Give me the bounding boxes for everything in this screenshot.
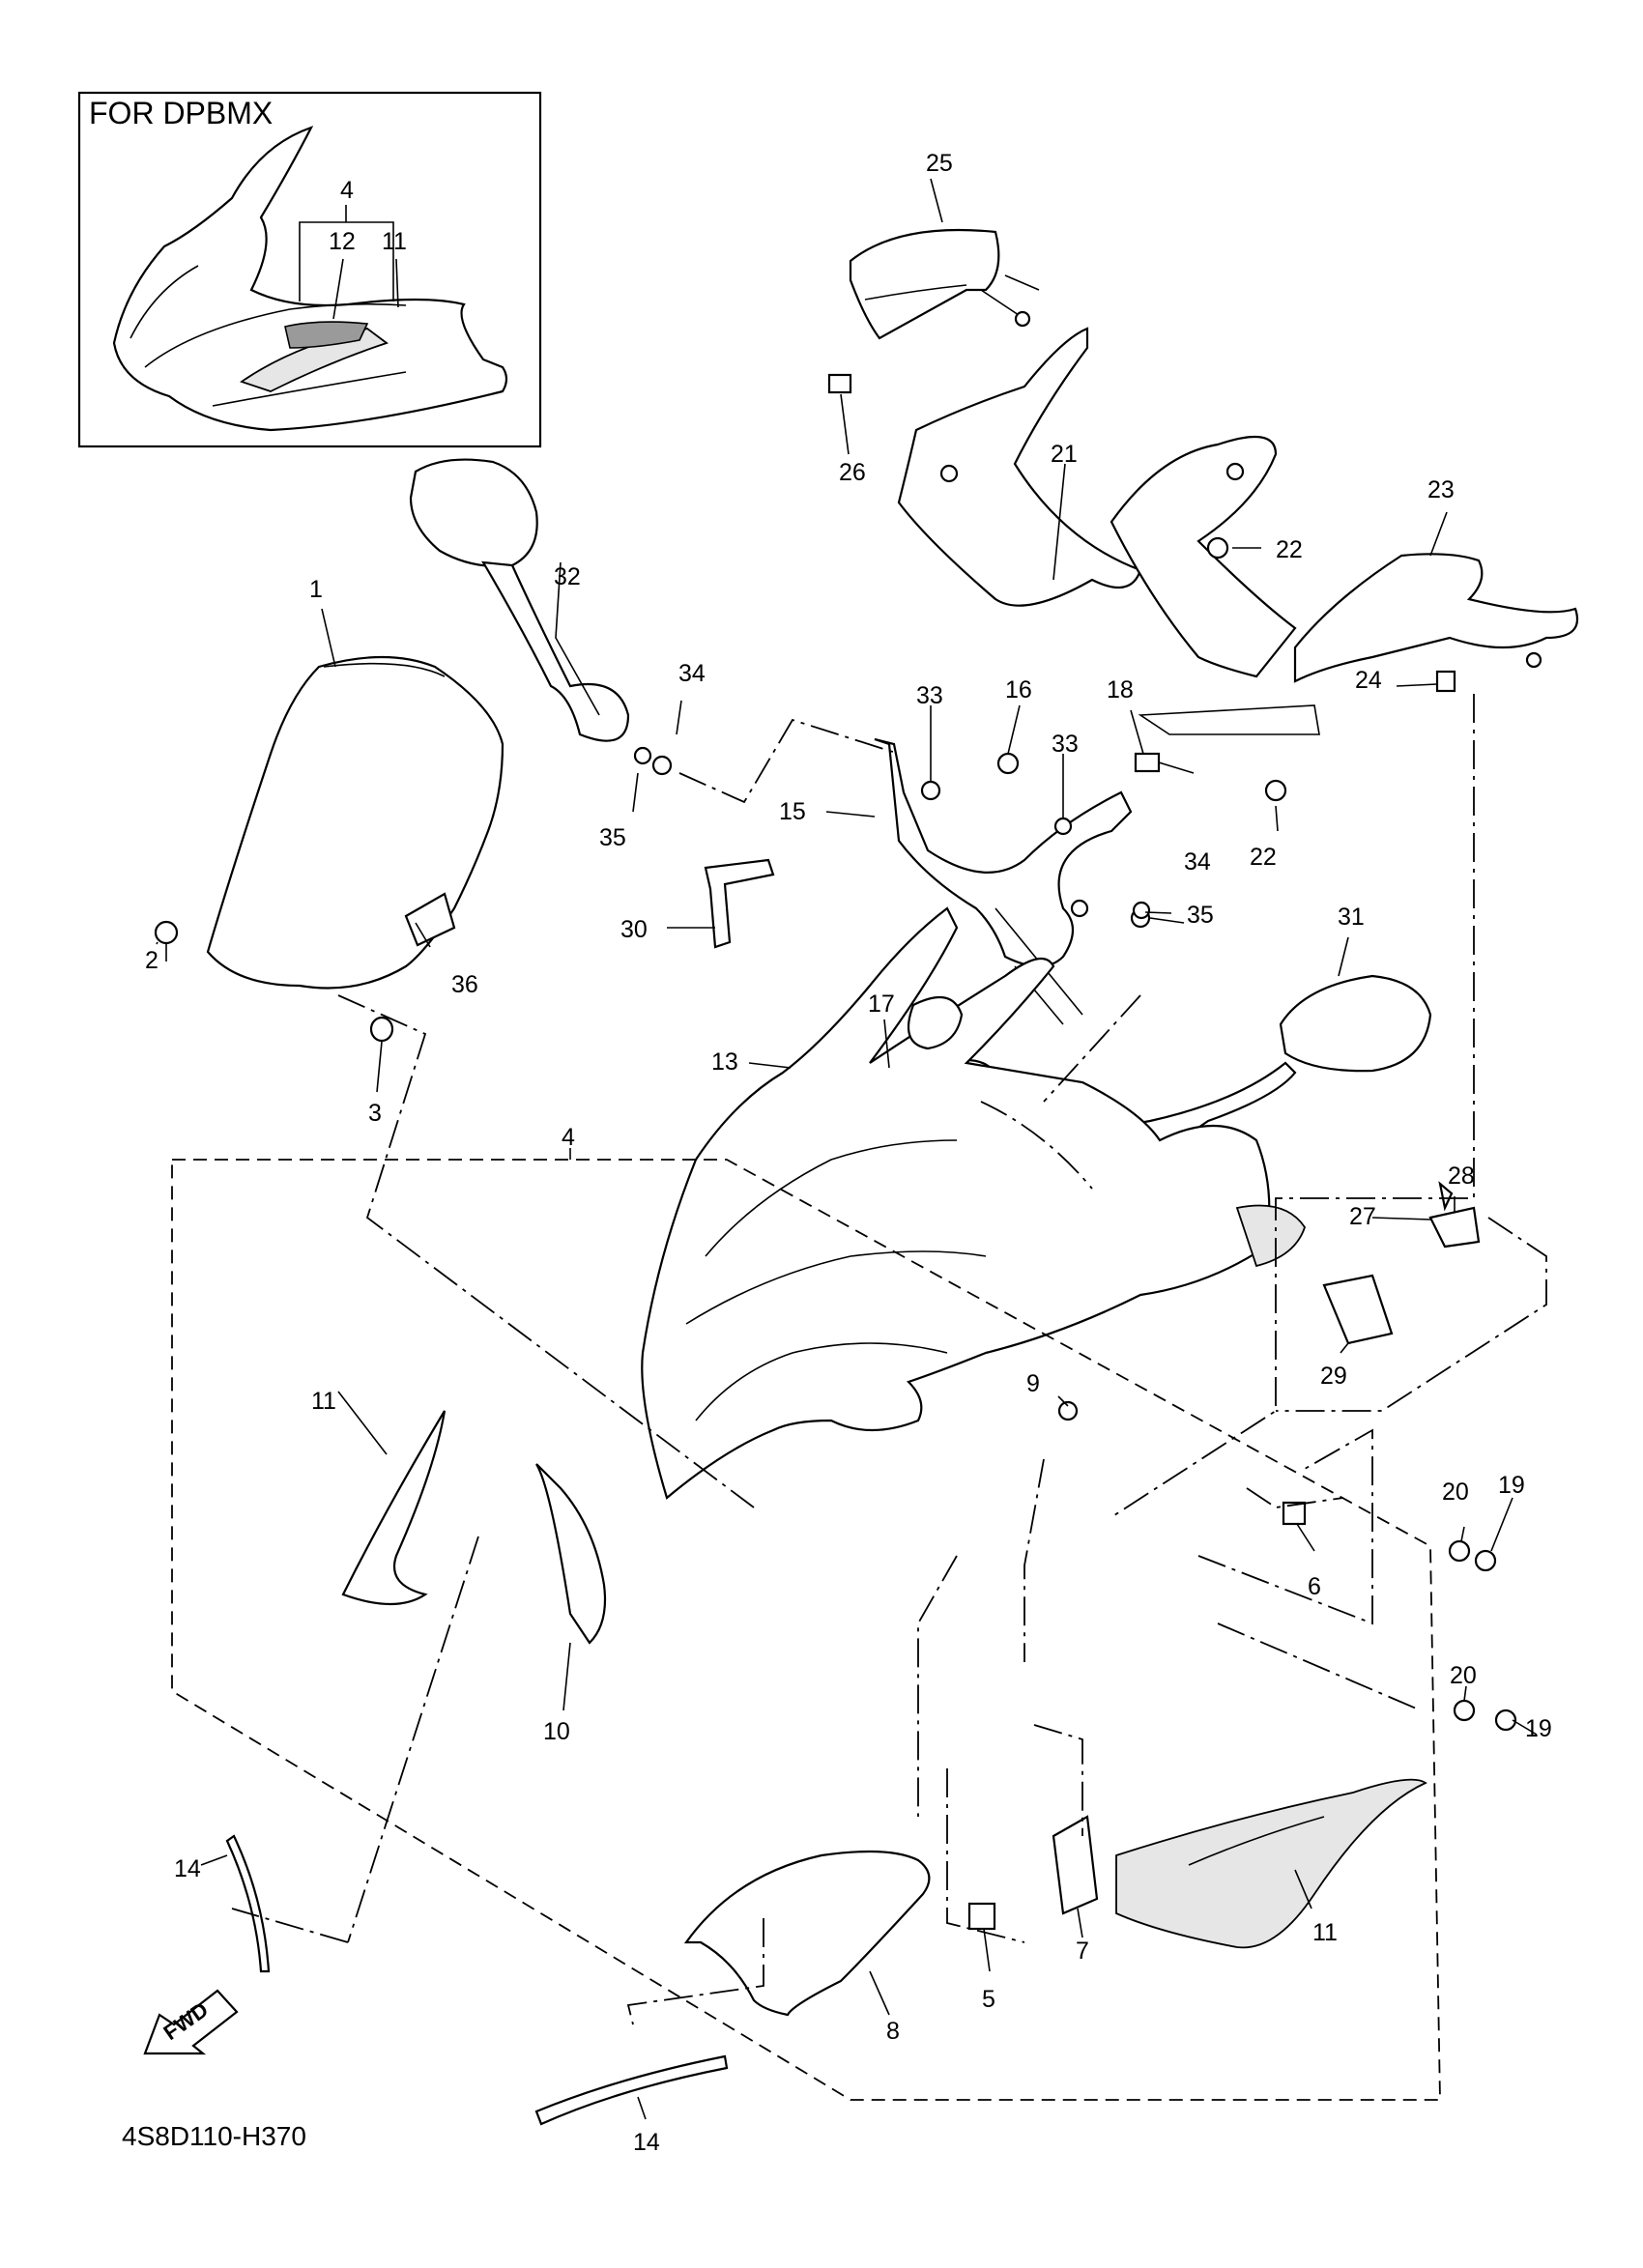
label-24: 24 — [1355, 667, 1382, 694]
part-4-cowling — [641, 906, 1306, 1500]
label-26: 26 — [839, 459, 866, 486]
label-8: 8 — [886, 2018, 900, 2045]
label-35-left: 35 — [599, 824, 626, 851]
label-32: 32 — [554, 563, 581, 590]
inset-title: FOR DPBMX — [89, 96, 273, 130]
part-2-screw — [154, 920, 179, 962]
label-20-bottom: 20 — [1450, 1662, 1477, 1689]
fasteners — [651, 752, 1151, 929]
label-4: 4 — [562, 1124, 575, 1151]
label-7: 7 — [1076, 1938, 1089, 1965]
label-11-left: 11 — [311, 1388, 336, 1415]
label-20-top: 20 — [1442, 1479, 1469, 1506]
inset-leaders — [299, 205, 399, 320]
label-33-left: 33 — [916, 682, 943, 709]
label-1: 1 — [309, 576, 323, 603]
label-17: 17 — [868, 990, 895, 1018]
label-6: 6 — [1308, 1573, 1321, 1600]
label-34-left: 34 — [678, 660, 706, 687]
group-4-boundary — [171, 1159, 1441, 2101]
label-36: 36 — [451, 971, 478, 998]
part-8-side-panel — [683, 1850, 931, 2017]
label-19-bottom: 19 — [1525, 1715, 1552, 1742]
part-5-nut — [967, 1902, 996, 1931]
part-9-screw — [1057, 1400, 1079, 1421]
label-14-left: 14 — [174, 1855, 201, 1882]
part-18-bolt — [1134, 752, 1195, 774]
part-26-clip — [827, 373, 852, 394]
label-31: 31 — [1338, 904, 1365, 931]
label-34-right: 34 — [1184, 848, 1211, 876]
label-2: 2 — [145, 947, 159, 974]
part-21-inner-panel — [897, 327, 1320, 735]
label-3: 3 — [368, 1100, 382, 1127]
label-28: 28 — [1448, 1163, 1475, 1190]
label-30: 30 — [620, 916, 648, 943]
part-1-windscreen — [206, 655, 504, 990]
label-14-bottom: 14 — [633, 2129, 660, 2156]
part-32-left-mirror — [409, 458, 652, 765]
part-3-grommet — [369, 1016, 394, 1043]
label-27: 27 — [1349, 1203, 1376, 1230]
part-23-panel — [1293, 553, 1578, 683]
label-11-right: 11 — [1312, 1919, 1338, 1946]
label-23: 23 — [1427, 476, 1455, 503]
label-leaders — [156, 178, 1538, 2120]
label-21: 21 — [1051, 441, 1078, 468]
label-29: 29 — [1320, 1363, 1347, 1390]
part-19-20-hardware — [1448, 1539, 1517, 1732]
part-36-sticker — [404, 892, 456, 947]
inset-label-12: 12 — [329, 228, 356, 255]
part-labels: 1 2 3 4 5 6 7 8 9 10 11 11 13 14 14 15 1… — [145, 150, 1552, 2156]
fwd-badge: FWD — [143, 1989, 239, 2055]
inset-cowling-drawing — [112, 126, 508, 432]
label-25: 25 — [926, 150, 953, 177]
label-22-bottom: 22 — [1250, 844, 1277, 871]
label-16: 16 — [1005, 676, 1032, 703]
part-30-bracket — [704, 858, 775, 949]
part-27-29-brackets — [1322, 1181, 1481, 1345]
part-14-strips — [225, 1834, 729, 2126]
inset-label-11: 11 — [382, 228, 407, 255]
label-13: 13 — [711, 1048, 738, 1076]
part-11-decal-left — [341, 1410, 447, 1606]
inset-label-4: 4 — [340, 177, 354, 204]
label-5: 5 — [982, 1986, 995, 2013]
connector-lines — [231, 694, 1547, 2025]
part-25-panel — [849, 228, 1040, 340]
part-11-decal-right — [1115, 1778, 1427, 1949]
part-24-nut — [1435, 670, 1456, 693]
part-10-duct — [535, 1463, 607, 1645]
part-7-pad — [1052, 1815, 1099, 1915]
label-18: 18 — [1107, 676, 1134, 703]
label-35-right: 35 — [1187, 902, 1214, 929]
diagram-code: 4S8D110-H370 — [122, 2121, 306, 2151]
inset-dpbmx: FOR DPBMX 4 12 11 — [77, 91, 542, 448]
part-22-screws — [1206, 536, 1287, 802]
label-9: 9 — [1026, 1370, 1040, 1397]
label-19-top: 19 — [1498, 1472, 1525, 1499]
label-33-right: 33 — [1052, 731, 1079, 758]
part-6-nut — [1282, 1501, 1307, 1526]
label-22-top: 22 — [1276, 536, 1303, 563]
label-10: 10 — [543, 1718, 570, 1745]
label-15: 15 — [779, 798, 806, 825]
